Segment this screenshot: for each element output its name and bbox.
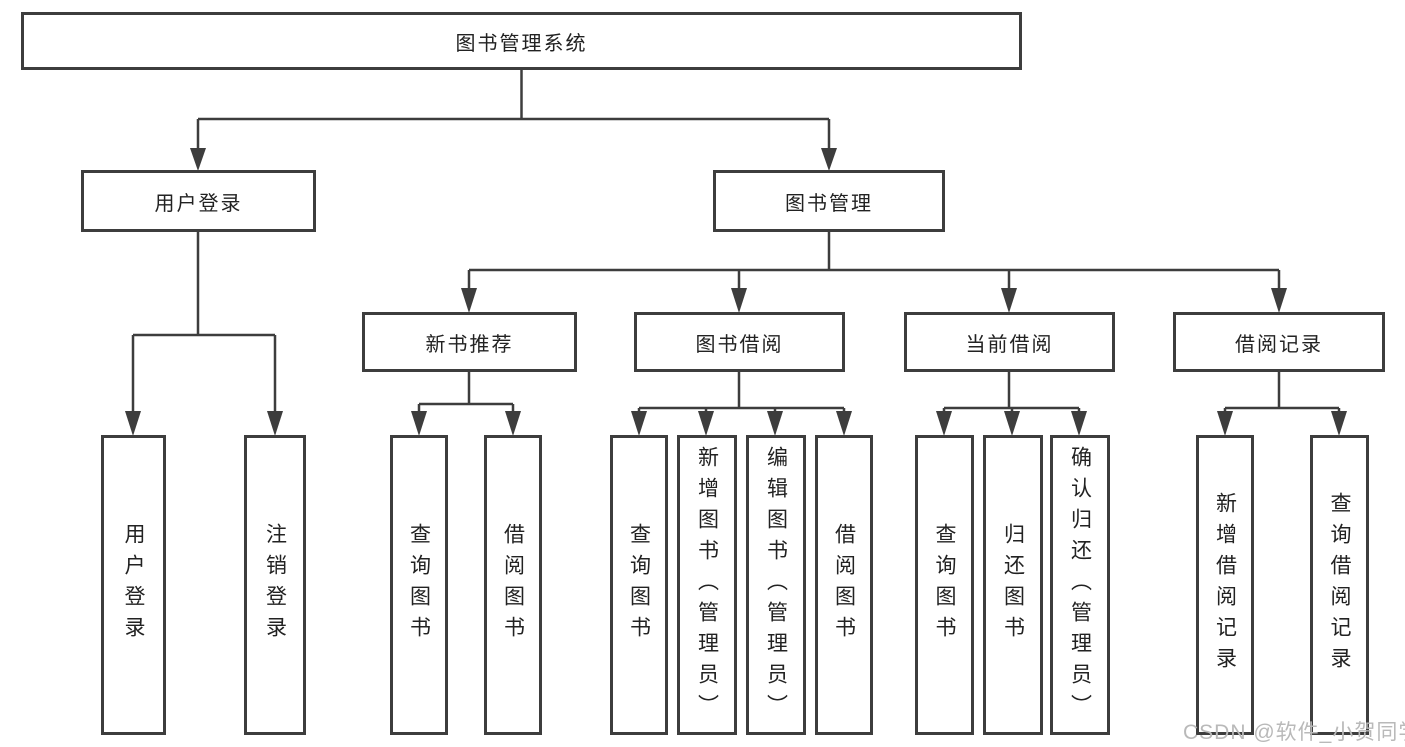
leaf-borrow-add-admin: 新增图书（管理员） [677, 435, 737, 735]
leaf-current-return: 归还图书 [983, 435, 1043, 735]
leaf-borrow-borrow: 借阅图书 [815, 435, 873, 735]
leaf-records-add: 新增借阅记录 [1196, 435, 1254, 735]
leaf-current-query-label: 查询图书 [933, 523, 956, 647]
leaf-borrow-query: 查询图书 [610, 435, 668, 735]
node-current-borrow: 当前借阅 [904, 312, 1115, 372]
leaf-records-query-label: 查询借阅记录 [1328, 492, 1351, 678]
watermark: CSDN @软件_小贺同学 [1183, 721, 1405, 744]
leaf-borrow-query-label: 查询图书 [627, 523, 651, 647]
leaf-newbooks-query: 查询图书 [390, 435, 448, 735]
leaf-newbooks-query-label: 查询图书 [407, 523, 431, 647]
leaf-borrow-edit-admin-label: 编辑图书（管理员） [764, 445, 788, 725]
node-root: 图书管理系统 [21, 12, 1022, 70]
node-borrow-records: 借阅记录 [1173, 312, 1385, 372]
leaf-newbooks-borrow: 借阅图书 [484, 435, 542, 735]
node-new-book-recommend: 新书推荐 [362, 312, 577, 372]
node-user-login: 用户登录 [81, 170, 316, 232]
leaf-user-login-label: 用户登录 [122, 523, 145, 647]
leaf-logout: 注销登录 [244, 435, 306, 735]
leaf-borrow-add-admin-label: 新增图书（管理员） [695, 445, 719, 725]
leaf-current-return-label: 归还图书 [1001, 523, 1025, 647]
leaf-user-login: 用户登录 [101, 435, 166, 735]
leaf-current-confirm-return-admin-label: 确认归还（管理员） [1068, 445, 1092, 725]
leaf-current-confirm-return-admin: 确认归还（管理员） [1050, 435, 1110, 735]
node-book-borrow: 图书借阅 [634, 312, 845, 372]
leaf-records-add-label: 新增借阅记录 [1213, 492, 1237, 678]
leaf-borrow-borrow-label: 借阅图书 [832, 523, 856, 647]
leaf-newbooks-borrow-label: 借阅图书 [501, 523, 525, 647]
leaf-current-query: 查询图书 [915, 435, 974, 735]
node-book-management: 图书管理 [713, 170, 945, 232]
leaf-records-query: 查询借阅记录 [1310, 435, 1369, 735]
leaf-borrow-edit-admin: 编辑图书（管理员） [746, 435, 806, 735]
leaf-logout-label: 注销登录 [263, 523, 287, 647]
